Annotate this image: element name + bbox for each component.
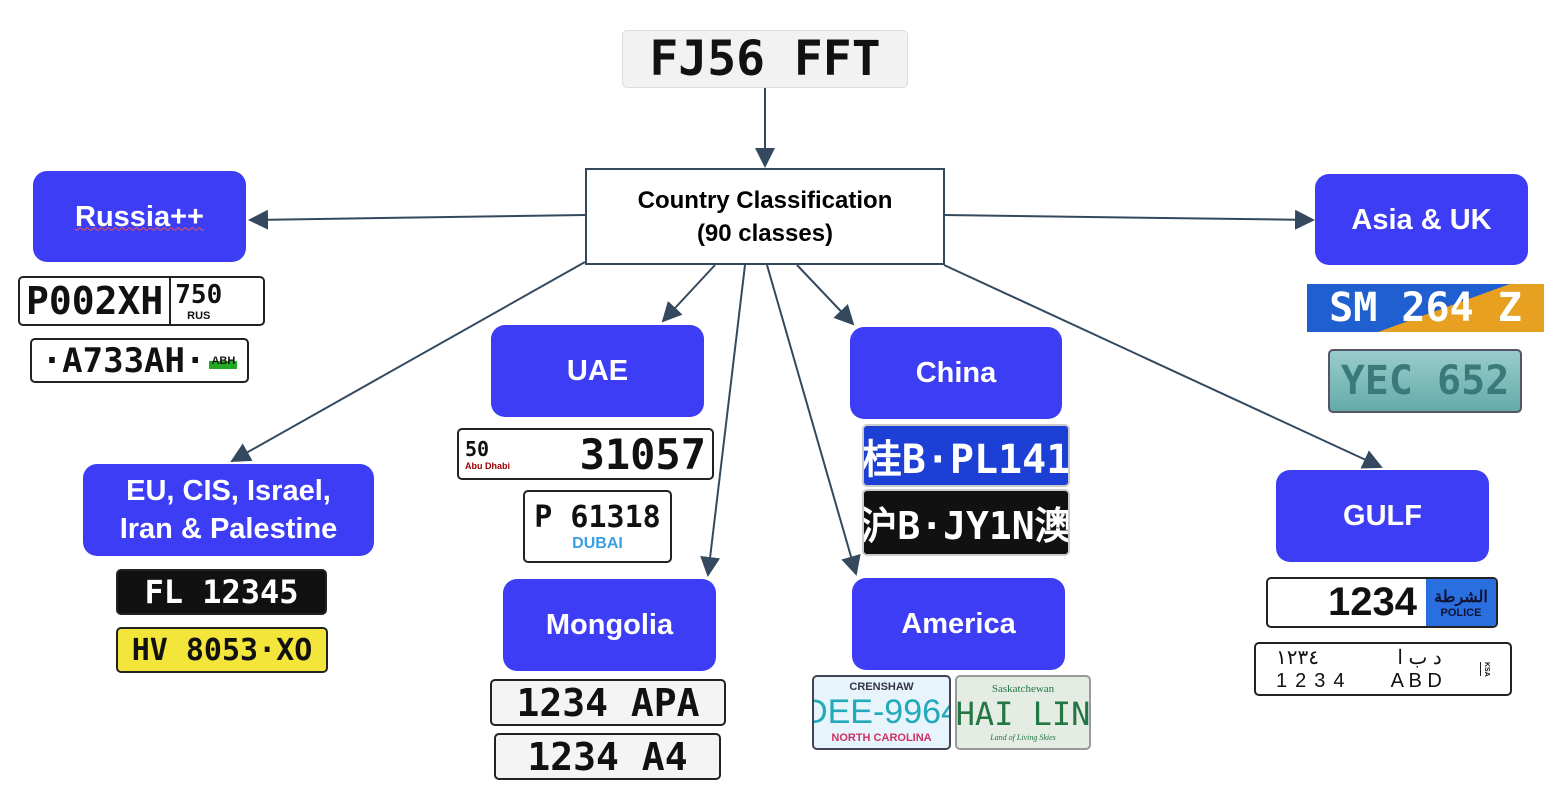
plate-asia-1: SM 264 Z: [1307, 284, 1544, 332]
arrow-to-gulf: [943, 264, 1383, 469]
plate-mongolia-2: 1234 A4: [494, 733, 721, 780]
arrow-to-mongolia: [700, 264, 746, 577]
country-classifier-box: Country Classification (90 classes): [585, 168, 945, 265]
plate-eu-2: HV 8053·XO: [116, 627, 328, 673]
plate-eu-1: FL 12345: [116, 569, 327, 615]
arrow-to-uae: [661, 264, 716, 323]
category-america: America: [852, 578, 1065, 670]
input-plate: FJ56 FFT: [622, 30, 908, 88]
arrow-to-america: [766, 264, 861, 576]
arrow-to-russia: [248, 209, 586, 230]
plate-asia-2: YEC 652: [1328, 349, 1522, 413]
category-uae: UAE: [491, 325, 704, 417]
arrow-to-eu: [230, 261, 586, 462]
plate-china-blue: 桂B·PL141: [862, 424, 1070, 487]
category-eu: EU, CIS, Israel,Iran & Palestine: [83, 464, 374, 556]
category-asia-uk: Asia & UK: [1315, 174, 1528, 265]
plate-mongolia-1: 1234 APA: [490, 679, 726, 726]
classifier-subtitle: (90 classes): [696, 219, 834, 247]
plate-saskatchewan: Saskatchewan HAI LIN Land of Living Skie…: [955, 675, 1091, 750]
classifier-title: Country Classification: [637, 186, 893, 214]
category-russia: Russia++: [33, 171, 246, 262]
arrow-to-asia-uk: [943, 209, 1315, 230]
category-mongolia: Mongolia: [503, 579, 716, 671]
category-china: China: [850, 327, 1062, 419]
arrow-to-china: [796, 264, 855, 326]
plate-russia-2: ·A733AH·ABH: [30, 338, 249, 383]
plate-china-black: 沪B·JY1N澳: [862, 489, 1070, 556]
category-gulf: GULF: [1276, 470, 1489, 562]
plate-north-carolina: CRENSHAW DEE-9964 NORTH CAROLINA: [812, 675, 951, 750]
